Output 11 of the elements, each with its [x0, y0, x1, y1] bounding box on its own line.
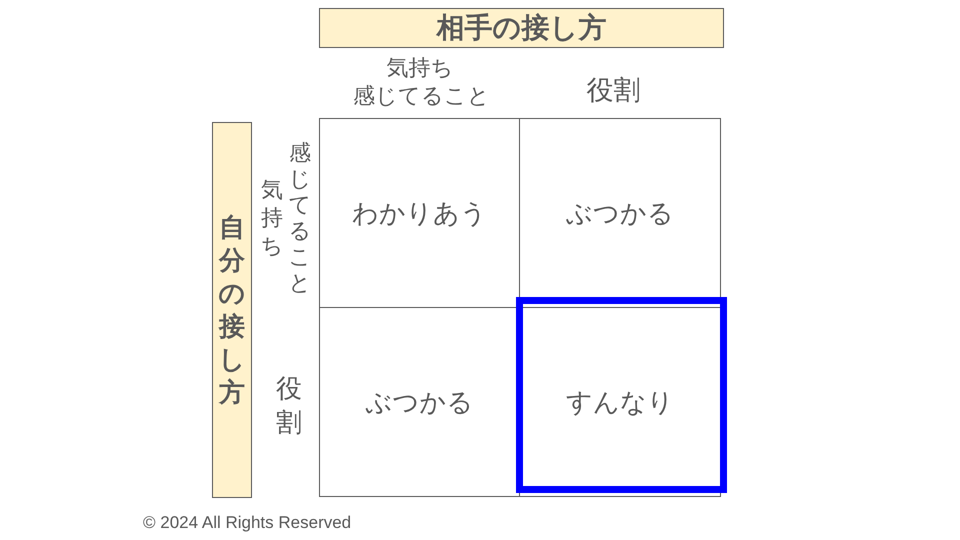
matrix-cell: ぶつかる [319, 307, 520, 497]
column-heading-band: 相手の接し方 [319, 8, 724, 48]
column-label: 気持ち [386, 54, 454, 82]
matrix-cell: わかりあう [319, 118, 520, 308]
row-label: 感じてること [288, 140, 312, 296]
copyright-notice: © 2024 All Rights Reserved [143, 512, 352, 534]
column-label: 役割 [586, 74, 642, 107]
row-label: 役割 [275, 372, 303, 439]
row-label: 気持ち [260, 176, 284, 260]
column-label: 感じてること [353, 82, 487, 110]
row-heading-band: 自分の接し方 [212, 122, 252, 498]
